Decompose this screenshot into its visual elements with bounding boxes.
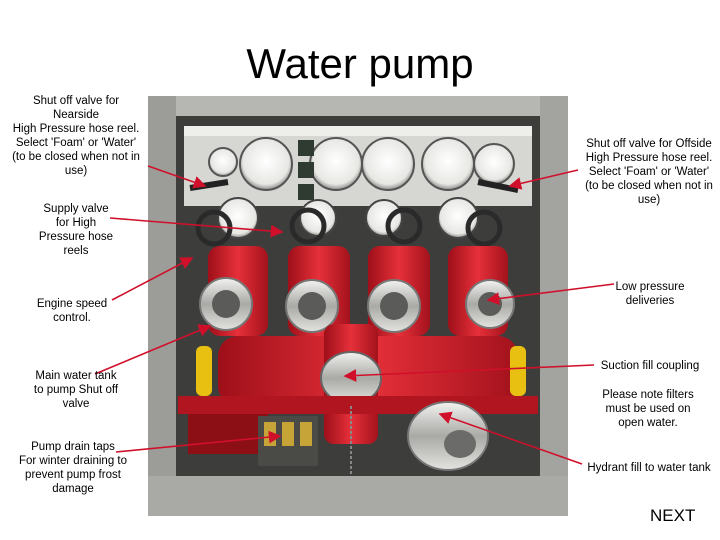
label-engine-speed: Engine speed control. [36,298,108,324]
label-nearside-valve: Shut off valve for Nearside High Pressur… [12,95,140,177]
pump-photo [148,96,568,516]
label-offside-valve: Shut off valve for Offside High Pressure… [585,138,713,206]
label-supply-valve: Supply valve for High Pressure hose reel… [38,203,114,257]
next-button[interactable]: NEXT [650,506,696,525]
label-suction: Suction fill coupling [600,360,700,372]
label-low-pressure: Low pressure deliveries [615,281,685,307]
label-filters: Please note filters must be used on open… [602,389,694,429]
label-main-tank: Main water tank to pump Shut off valve [33,370,119,410]
label-hydrant: Hydrant fill to water tank [587,462,711,474]
label-drain-taps: Pump drain taps For winter draining to p… [18,441,128,495]
page-title: Water pump [246,40,474,87]
